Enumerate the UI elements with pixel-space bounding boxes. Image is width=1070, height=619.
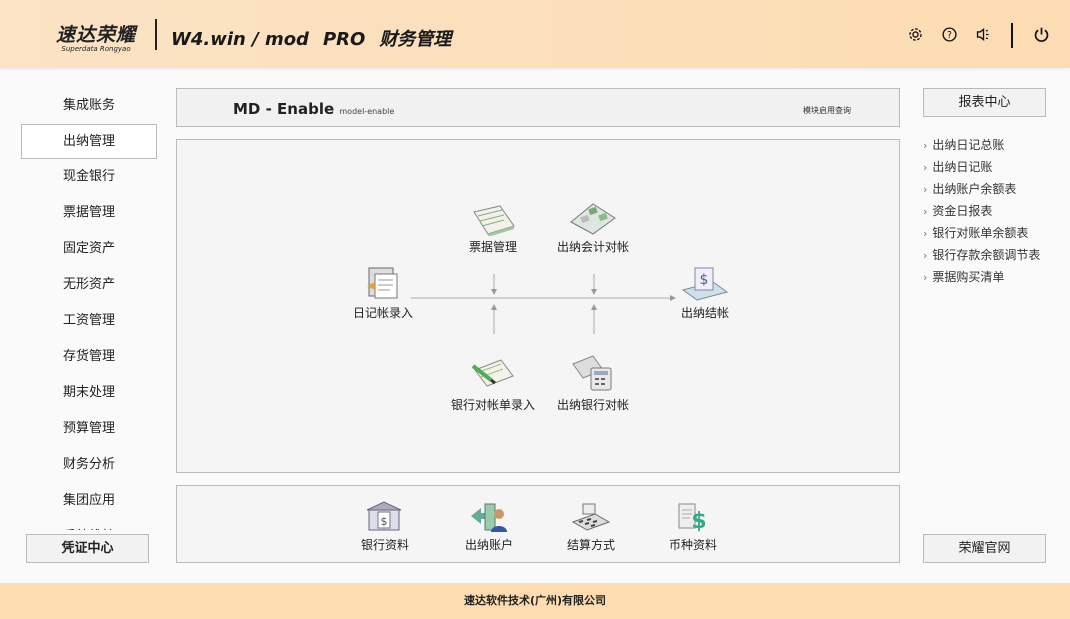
- speaker-icon[interactable]: [975, 26, 992, 43]
- sidebar-item[interactable]: 现金银行: [62, 169, 115, 184]
- flow-arrows: [411, 274, 676, 334]
- bank-statement-entry-node[interactable]: 银行对帐单录入: [438, 352, 548, 413]
- basic-data-item[interactable]: 出纳账户: [434, 500, 544, 553]
- basic-data-item[interactable]: $ 币种资料: [638, 500, 748, 553]
- company-name: 速达软件技术(广州)有限公司: [463, 594, 607, 607]
- chevron-right-icon: ›: [923, 139, 928, 152]
- footer: 速达软件技术(广州)有限公司: [0, 583, 1070, 619]
- gear-icon[interactable]: [907, 26, 924, 43]
- chevron-right-icon: ›: [923, 161, 928, 174]
- sidebar-item[interactable]: 存货管理: [62, 349, 115, 364]
- bill-management-node[interactable]: 票据管理: [438, 204, 548, 255]
- power-icon[interactable]: [1033, 26, 1050, 43]
- svg-text:$: $: [691, 509, 706, 534]
- chevron-right-icon: ›: [923, 271, 928, 284]
- basic-data-item[interactable]: $ 银行资料: [330, 500, 440, 553]
- logo: 速达荣耀 Superdata Rongyao: [56, 20, 136, 53]
- currency-icon: $: [678, 503, 707, 534]
- sidebar-item[interactable]: 出纳管理: [21, 124, 157, 159]
- report-link[interactable]: › 银行存款余额调节表: [923, 245, 1040, 267]
- basic-data-item[interactable]: 结算方式: [536, 500, 646, 553]
- chevron-right-icon: ›: [923, 205, 928, 218]
- sidebar-item[interactable]: 固定资产: [62, 241, 115, 256]
- sidebar-item[interactable]: 期末处理: [62, 385, 115, 400]
- svg-text:$: $: [700, 272, 709, 288]
- sidebar-item[interactable]: 票据管理: [62, 205, 115, 220]
- sidebar-item[interactable]: 预算管理: [62, 421, 115, 436]
- sidebar-item[interactable]: 工资管理: [62, 313, 115, 328]
- sidebar-item[interactable]: 无形资产: [62, 277, 115, 292]
- report-center-button[interactable]: 报表中心: [923, 88, 1046, 117]
- node-label: 出纳会计对帐: [556, 240, 629, 254]
- calculator-icon: [570, 203, 616, 235]
- report-links: › 出纳日记总账 › 出纳日记账 › 出纳账户余额表 › 资金日报表 › 银行对账单余额表 › 银行存…: [923, 135, 1040, 289]
- item-label: 币种资料: [668, 538, 717, 552]
- module-title-text: MD - Enable: [233, 100, 335, 118]
- report-link-label: 银行对账单余额表: [932, 226, 1029, 240]
- edition-label: PRO: [322, 29, 366, 50]
- accounting-reconcile-node[interactable]: 出纳会计对帐: [538, 200, 648, 255]
- ledger-icon: $: [681, 267, 729, 301]
- basic-data-panel: $ 银行资料 出纳账户 结算方式 $ 币种资料: [176, 485, 900, 563]
- item-label: 结算方式: [566, 538, 615, 552]
- sidebar-item[interactable]: 集团应用: [62, 493, 115, 508]
- report-link[interactable]: › 资金日报表: [923, 201, 1040, 223]
- bank-reconcile-node[interactable]: 出纳银行对帐: [538, 352, 648, 413]
- report-link-label: 出纳日记账: [932, 160, 993, 174]
- divider: [155, 19, 157, 50]
- report-link[interactable]: › 银行对账单余额表: [923, 223, 1040, 245]
- chevron-right-icon: ›: [923, 183, 928, 196]
- voucher-center-button[interactable]: 凭证中心: [26, 534, 149, 563]
- svg-text:?: ?: [947, 30, 952, 41]
- chevron-right-icon: ›: [923, 249, 928, 262]
- app-title: W4.win / mod PRO 财务管理: [171, 25, 465, 51]
- statement-pen-icon: [471, 359, 514, 387]
- report-link[interactable]: › 票据购买清单: [923, 267, 1040, 289]
- report-link-label: 出纳账户余额表: [932, 182, 1017, 196]
- module-bar: MD - Enable model-enable 模块启用查询: [176, 88, 900, 127]
- report-link[interactable]: › 出纳账户余额表: [923, 179, 1040, 201]
- svg-text:$: $: [381, 515, 388, 528]
- node-label: 出纳结帐: [680, 306, 729, 320]
- item-label: 银行资料: [360, 538, 409, 552]
- journal-entry-node[interactable]: 日记帐录入: [328, 264, 438, 321]
- bank-calculator-icon: [572, 355, 612, 391]
- logo-subtext: Superdata Rongyao: [61, 45, 131, 53]
- journal-entry-icon: [367, 267, 398, 299]
- module-name: 财务管理: [379, 29, 452, 50]
- flow-panel: 日记帐录入 票据管理 出纳会计对帐 $ 出纳结帐 银行对帐单录入 出纳银行对帐: [176, 139, 900, 473]
- account-user-icon: [471, 503, 507, 532]
- sidebar-item[interactable]: 系统维护: [21, 519, 157, 530]
- module-subtitle: model-enable: [339, 107, 395, 116]
- module-title: MD - Enable model-enable: [233, 100, 394, 118]
- report-link[interactable]: › 出纳日记账: [923, 157, 1040, 179]
- node-label: 出纳银行对帐: [556, 398, 629, 412]
- cash-register-icon: [571, 503, 611, 531]
- cashier-closing-node[interactable]: $ 出纳结帐: [650, 264, 760, 321]
- report-link[interactable]: › 出纳日记总账: [923, 135, 1040, 157]
- sidebar-nav: 集成账务出纳管理现金银行票据管理固定资产无形资产工资管理存货管理期末处理预算管理…: [21, 88, 157, 530]
- sidebar-item[interactable]: 财务分析: [62, 457, 115, 472]
- node-label: 银行对帐单录入: [450, 398, 535, 412]
- report-link-label: 出纳日记总账: [932, 138, 1005, 152]
- product-name: W4.win / mod: [171, 29, 309, 50]
- logo-text: 速达荣耀: [56, 24, 137, 46]
- sidebar-item[interactable]: 集成账务: [62, 98, 115, 113]
- node-label: 票据管理: [468, 240, 517, 254]
- help-icon[interactable]: ?: [941, 26, 958, 43]
- report-link-label: 票据购买清单: [932, 270, 1005, 284]
- node-label: 日记帐录入: [352, 306, 413, 320]
- divider: [1011, 23, 1013, 48]
- bank-icon: $: [366, 501, 402, 531]
- app-header: 速达荣耀 Superdata Rongyao W4.win / mod PRO 财务…: [0, 0, 1070, 68]
- module-enable-query-link[interactable]: 模块启用查询: [803, 106, 851, 115]
- report-link-label: 资金日报表: [932, 204, 993, 218]
- item-label: 出纳账户: [464, 538, 513, 552]
- chevron-right-icon: ›: [923, 227, 928, 240]
- official-site-button[interactable]: 荣耀官网: [923, 534, 1046, 563]
- report-link-label: 银行存款余额调节表: [932, 248, 1041, 262]
- bill-icon: [473, 205, 515, 236]
